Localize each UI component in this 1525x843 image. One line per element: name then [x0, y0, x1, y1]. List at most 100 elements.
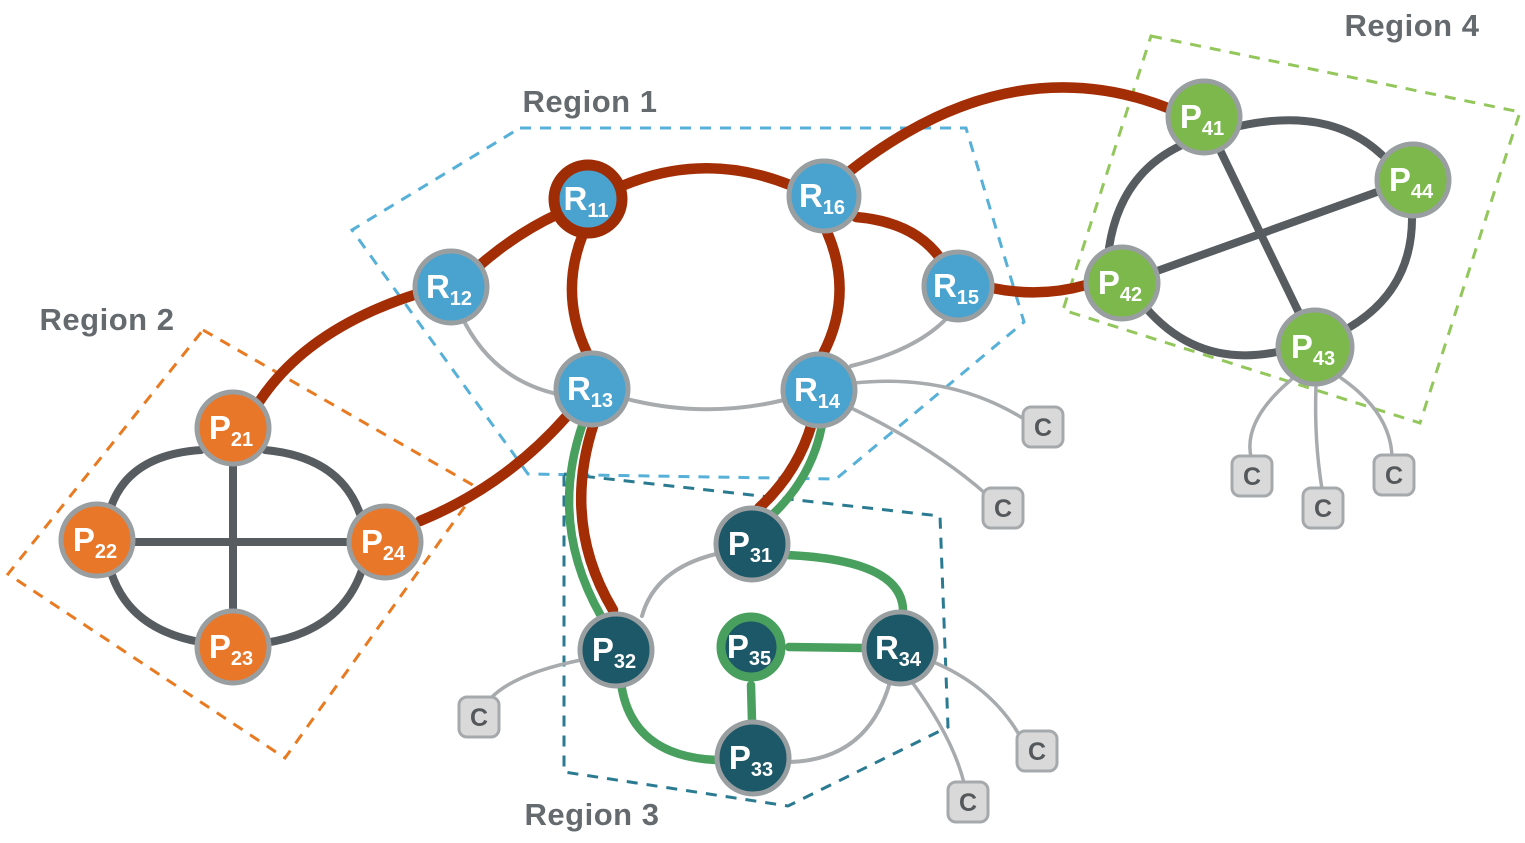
edges-backbone-dark — [106, 116, 1417, 647]
node-circle-P24 — [346, 503, 424, 581]
node-circle-P35 — [716, 612, 786, 682]
node-label-P24: P24 — [361, 523, 406, 565]
node-circle-P23 — [194, 608, 272, 686]
edge-r15-p42 — [986, 279, 1092, 298]
node-circle-R12 — [412, 248, 490, 326]
edge-p33-r34 — [787, 680, 892, 764]
edge-r34-c5 — [910, 680, 966, 785]
client-label: C — [1314, 495, 1332, 523]
region-4-boundary — [1061, 34, 1522, 425]
node-circle-R11 — [548, 159, 628, 239]
node-P33: P33 — [714, 719, 792, 797]
edge-p41-p42 — [1105, 142, 1184, 252]
client-c3: C — [457, 695, 501, 739]
node-P23: P23 — [194, 608, 272, 686]
edge-r14-c2 — [845, 404, 988, 496]
edge-p21-p22 — [106, 446, 205, 514]
client-c4: C — [1015, 729, 1059, 773]
edge-p43-c8 — [1339, 376, 1394, 458]
node-P43: P43 — [1275, 307, 1355, 387]
node-circle-P32 — [577, 611, 655, 689]
edge-r14-r15 — [849, 315, 950, 368]
node-circle-P21 — [194, 389, 272, 467]
edge-r14-p31-red — [753, 417, 818, 514]
node-label-P21: P21 — [209, 409, 253, 451]
edge-r13-r14 — [625, 397, 786, 412]
client-label: C — [470, 704, 488, 732]
node-label-R14: R14 — [794, 371, 841, 413]
edge-p21-r12 — [253, 288, 423, 408]
edge-p42-p44 — [1153, 188, 1381, 275]
node-R14: R14 — [780, 351, 858, 429]
edge-r14-c1 — [852, 379, 1026, 421]
client-c1: C — [1021, 405, 1065, 449]
client-box — [1021, 405, 1065, 449]
node-label-R16: R16 — [799, 177, 845, 219]
node-circle-P41 — [1165, 78, 1243, 156]
client-label: C — [994, 495, 1012, 523]
node-P41: P41 — [1165, 78, 1243, 156]
edge-r16-r15 — [850, 211, 946, 264]
edge-p32-c3 — [488, 658, 583, 701]
edge-r12-r13 — [459, 313, 559, 396]
client-box — [946, 780, 990, 824]
client-label: C — [1034, 414, 1052, 442]
node-label-P43: P43 — [1291, 328, 1335, 370]
edge-p43-c7 — [1313, 383, 1324, 491]
node-P42: P42 — [1083, 244, 1161, 322]
node-P22: P22 — [58, 501, 136, 579]
edge-p22-p23 — [107, 568, 204, 646]
edge-p31-p32 — [640, 552, 718, 618]
edge-p32-p33 — [616, 678, 721, 765]
edge-p43-c6 — [1248, 377, 1294, 459]
region-3-label: Region 3 — [525, 797, 660, 832]
node-label-R11: R11 — [564, 180, 609, 222]
node-circle-P44 — [1374, 141, 1452, 219]
node-circle-P31 — [713, 505, 791, 583]
client-label: C — [1028, 738, 1046, 766]
node-R34: R34 — [861, 609, 939, 687]
edge-p31-r34 — [781, 550, 908, 619]
client-box — [1230, 454, 1274, 498]
client-box — [1301, 486, 1345, 530]
node-P32: P32 — [577, 611, 655, 689]
client-label: C — [1243, 463, 1261, 491]
region-1-boundary — [349, 126, 1026, 481]
region-3-boundary — [562, 472, 950, 808]
client-box — [457, 695, 501, 739]
node-R16: R16 — [786, 158, 862, 234]
client-box — [1372, 453, 1416, 497]
node-circle-R16 — [786, 158, 862, 234]
edge-p21-p24 — [261, 446, 364, 518]
edges-path-green — [564, 418, 908, 765]
node-R15: R15 — [921, 249, 995, 323]
node-label-P23: P23 — [209, 628, 253, 670]
node-label-P44: P44 — [1389, 161, 1434, 203]
region-4-label: Region 4 — [1345, 8, 1480, 43]
node-label-P42: P42 — [1098, 264, 1142, 306]
node-P24: P24 — [346, 503, 424, 581]
node-P31: P31 — [713, 505, 791, 583]
node-label-P35: P35 — [727, 628, 771, 670]
edge-r16-p41 — [844, 82, 1174, 177]
node-circle-R34 — [861, 609, 939, 687]
edges-link-thin — [459, 313, 950, 764]
edge-p35-r34 — [784, 642, 869, 653]
node-circle-R14 — [780, 351, 858, 429]
edge-r13-p32-green — [564, 418, 606, 621]
region-2-boundary — [5, 328, 481, 761]
node-label-P41: P41 — [1180, 98, 1224, 140]
edge-r11-r13 — [566, 228, 593, 359]
node-label-R15: R15 — [933, 267, 979, 309]
client-label: C — [1385, 462, 1403, 490]
node-P21: P21 — [194, 389, 272, 467]
node-label-R13: R13 — [567, 370, 613, 412]
edge-p41-p44 — [1236, 116, 1386, 159]
node-label-P33: P33 — [729, 739, 773, 781]
node-label-R34: R34 — [875, 629, 922, 671]
edge-p35-p33 — [746, 680, 757, 726]
